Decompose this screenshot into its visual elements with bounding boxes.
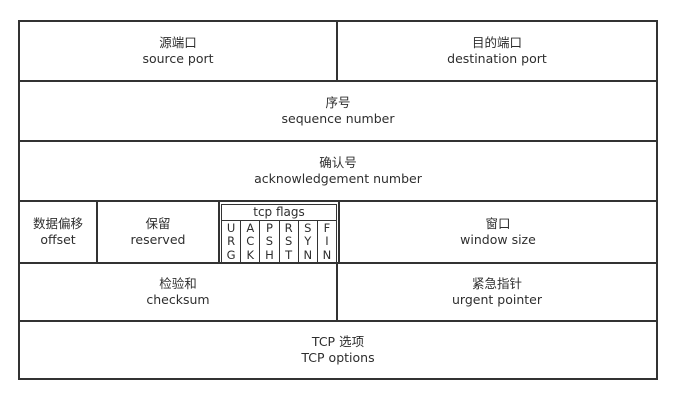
flag-rst-letter-3: T	[285, 247, 293, 262]
row-options: TCP 选项 TCP options	[20, 322, 656, 378]
flag-urg-letter-3: G	[226, 247, 236, 262]
flag-ack-letter-3: K	[246, 247, 255, 262]
field-acknowledgement-number-label-cn: 确认号	[319, 155, 357, 170]
flag-syn-letter-1: S	[304, 220, 312, 235]
flag-fin-letter-3: N	[322, 247, 332, 262]
field-data-offset-label-en: offset	[40, 232, 76, 247]
flag-rst: R S T	[280, 220, 299, 262]
field-urgent-pointer-label-en: urgent pointer	[452, 292, 542, 307]
flag-psh-letter-1: P	[265, 220, 273, 235]
row-flags: 数据偏移 offset 保留 reserved tcp flags U R G …	[20, 202, 656, 264]
field-sequence-number-label-en: sequence number	[281, 111, 395, 126]
row-checksum: 检验和 checksum 紧急指针 urgent pointer	[20, 264, 656, 322]
field-tcp-options: TCP 选项 TCP options	[20, 322, 656, 378]
flag-urg-letter-1: U	[226, 220, 236, 235]
field-urgent-pointer-label-cn: 紧急指针	[471, 276, 522, 291]
field-checksum: 检验和 checksum	[20, 264, 338, 320]
field-sequence-number-label-cn: 序号	[325, 95, 351, 110]
flag-psh-letter-2: S	[265, 234, 274, 248]
flag-rst-letter-2: S	[284, 234, 293, 248]
flag-syn: S Y N	[299, 220, 318, 262]
flag-ack-letter-2: C	[246, 234, 255, 248]
field-acknowledgement-number: 确认号 acknowledgement number	[20, 142, 656, 200]
field-tcp-options-label-cn: TCP 选项	[311, 334, 365, 349]
flag-ack: A C K	[241, 220, 261, 262]
flag-fin-letter-1: F	[323, 220, 331, 235]
flag-ack-letter-1: A	[246, 220, 255, 235]
row-ports: 源端口 source port 目的端口 destination port	[20, 22, 656, 82]
field-data-offset-label-cn: 数据偏移	[32, 216, 83, 231]
field-data-offset: 数据偏移 offset	[20, 202, 98, 262]
field-checksum-label-en: checksum	[146, 292, 210, 307]
tcp-header-diagram: 源端口 source port 目的端口 destination port 序号…	[18, 20, 658, 380]
field-window-size: 窗口 window size	[340, 202, 656, 262]
flag-syn-letter-2: Y	[304, 234, 312, 248]
flag-rst-letter-1: R	[284, 220, 293, 235]
field-reserved-label-en: reserved	[130, 232, 186, 247]
field-destination-port: 目的端口 destination port	[338, 22, 656, 80]
tcp-flags-title: tcp flags	[221, 204, 337, 220]
flag-syn-letter-3: N	[303, 247, 313, 262]
row-acknowledgement-number: 确认号 acknowledgement number	[20, 142, 656, 202]
flag-fin: F I N	[318, 221, 336, 263]
field-urgent-pointer: 紧急指针 urgent pointer	[338, 264, 656, 320]
field-window-size-label-cn: 窗口	[485, 216, 511, 231]
flag-psh-letter-3: H	[265, 247, 274, 262]
flag-psh: P S H	[260, 220, 280, 262]
field-window-size-label-en: window size	[460, 232, 536, 247]
field-acknowledgement-number-label-en: acknowledgement number	[254, 171, 422, 186]
field-source-port: 源端口 source port	[20, 22, 338, 80]
flag-urg-letter-2: R	[227, 234, 236, 248]
tcp-flags-cells: U R G A C K P S H R S T	[221, 219, 337, 263]
field-destination-port-label-en: destination port	[447, 51, 547, 66]
field-checksum-label-cn: 检验和	[159, 276, 197, 291]
flag-urg: U R G	[222, 220, 242, 262]
tcp-flags-group: tcp flags U R G A C K P S H R	[220, 202, 340, 262]
field-reserved: 保留 reserved	[98, 202, 220, 262]
field-source-port-label-en: source port	[142, 51, 214, 66]
field-tcp-options-label-en: TCP options	[301, 350, 375, 365]
field-destination-port-label-cn: 目的端口	[471, 35, 522, 50]
row-sequence-number: 序号 sequence number	[20, 82, 656, 142]
field-sequence-number: 序号 sequence number	[20, 82, 656, 140]
field-reserved-label-cn: 保留	[145, 216, 171, 231]
flag-fin-letter-2: I	[325, 234, 329, 248]
field-source-port-label-cn: 源端口	[159, 35, 197, 50]
